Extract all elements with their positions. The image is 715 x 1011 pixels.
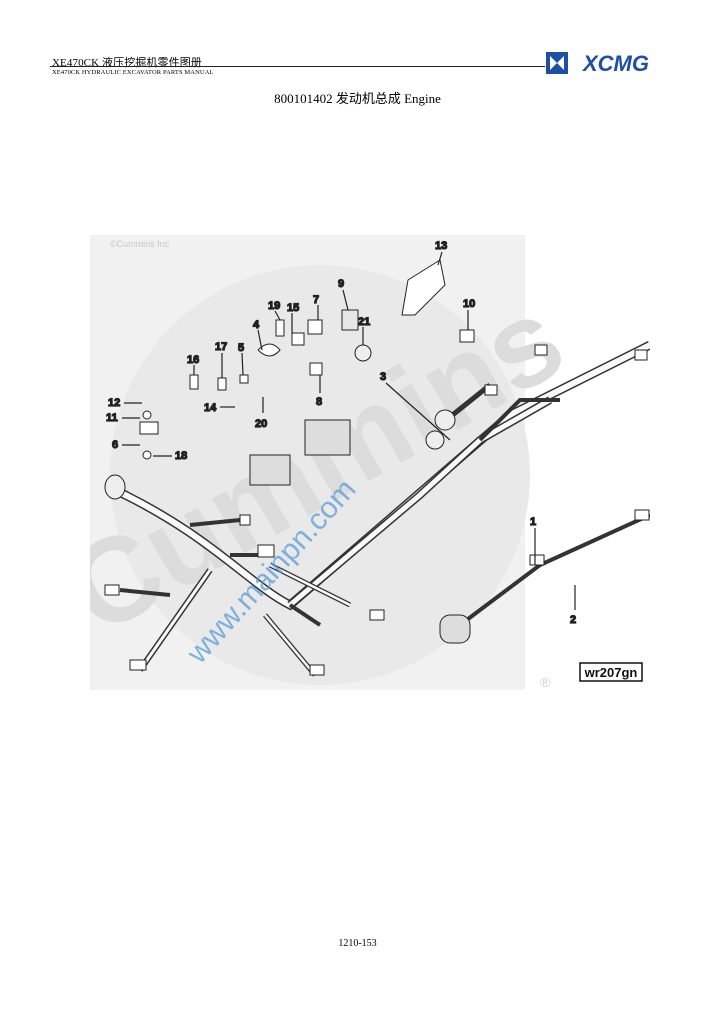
- callout-20: 20: [255, 418, 267, 430]
- callout-1: 1: [530, 516, 536, 528]
- callout-15: 15: [287, 302, 299, 314]
- parts-diagram: Cummins ©Cummins Inc ®: [90, 235, 650, 690]
- page-heading: 800101402 发动机总成 Engine: [274, 91, 441, 106]
- manual-title: XE470CK 液压挖掘机零件图册: [52, 57, 202, 69]
- callout-17: 17: [215, 341, 227, 353]
- callout-5: 5: [238, 342, 244, 354]
- callout-7: 7: [313, 294, 319, 306]
- main-harness: [113, 340, 650, 677]
- callout-14: 14: [204, 402, 217, 414]
- small-parts: [139, 259, 475, 460]
- callout-4: 4: [253, 319, 260, 331]
- callout-13: 13: [435, 240, 447, 252]
- callout-19: 19: [268, 300, 280, 312]
- callout-8: 8: [316, 396, 322, 408]
- drawing-code: wr207gn: [584, 665, 638, 680]
- sensor-harness: [439, 509, 650, 644]
- callout-21: 21: [358, 316, 370, 328]
- xcmg-logo: XCMG: [546, 51, 649, 76]
- callout-labels: 1 2 3 4 5 6 7 8 9 10 11 12 13 14 15 16 1…: [105, 239, 576, 626]
- callout-3: 3: [380, 371, 386, 383]
- header-rule: [50, 66, 545, 67]
- copyright-note: ©Cummins Inc: [110, 239, 170, 249]
- callout-11: 11: [106, 412, 118, 424]
- callout-2: 2: [570, 614, 576, 626]
- drawing-code-box: [579, 662, 643, 682]
- logo-text: XCMG: [581, 51, 649, 76]
- page-number: 1210-153: [338, 938, 377, 949]
- registered-mark: ®: [540, 674, 551, 690]
- manual-subtitle: XE470CK HYDRAULIC EXCAVATOR PARTS MANUAL: [52, 69, 214, 76]
- callout-10: 10: [463, 298, 475, 310]
- watermark-background: Cummins: [90, 235, 585, 690]
- harness-connectors: [104, 344, 648, 676]
- callout-16: 16: [187, 354, 199, 366]
- callout-18: 18: [175, 450, 187, 462]
- callout-12: 12: [108, 397, 120, 409]
- callout-9: 9: [338, 278, 344, 290]
- callout-6: 6: [112, 439, 118, 451]
